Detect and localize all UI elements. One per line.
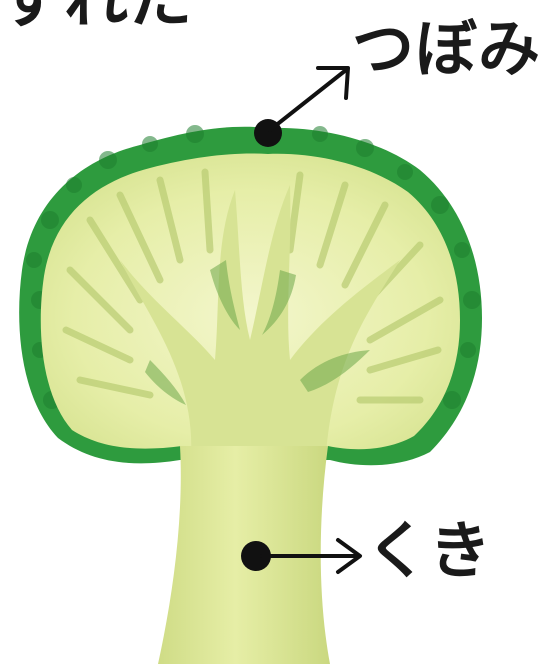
bud-pointer-line [270, 70, 346, 130]
stem-label: くき [366, 520, 492, 582]
bud-label: つぼみ [352, 18, 541, 80]
